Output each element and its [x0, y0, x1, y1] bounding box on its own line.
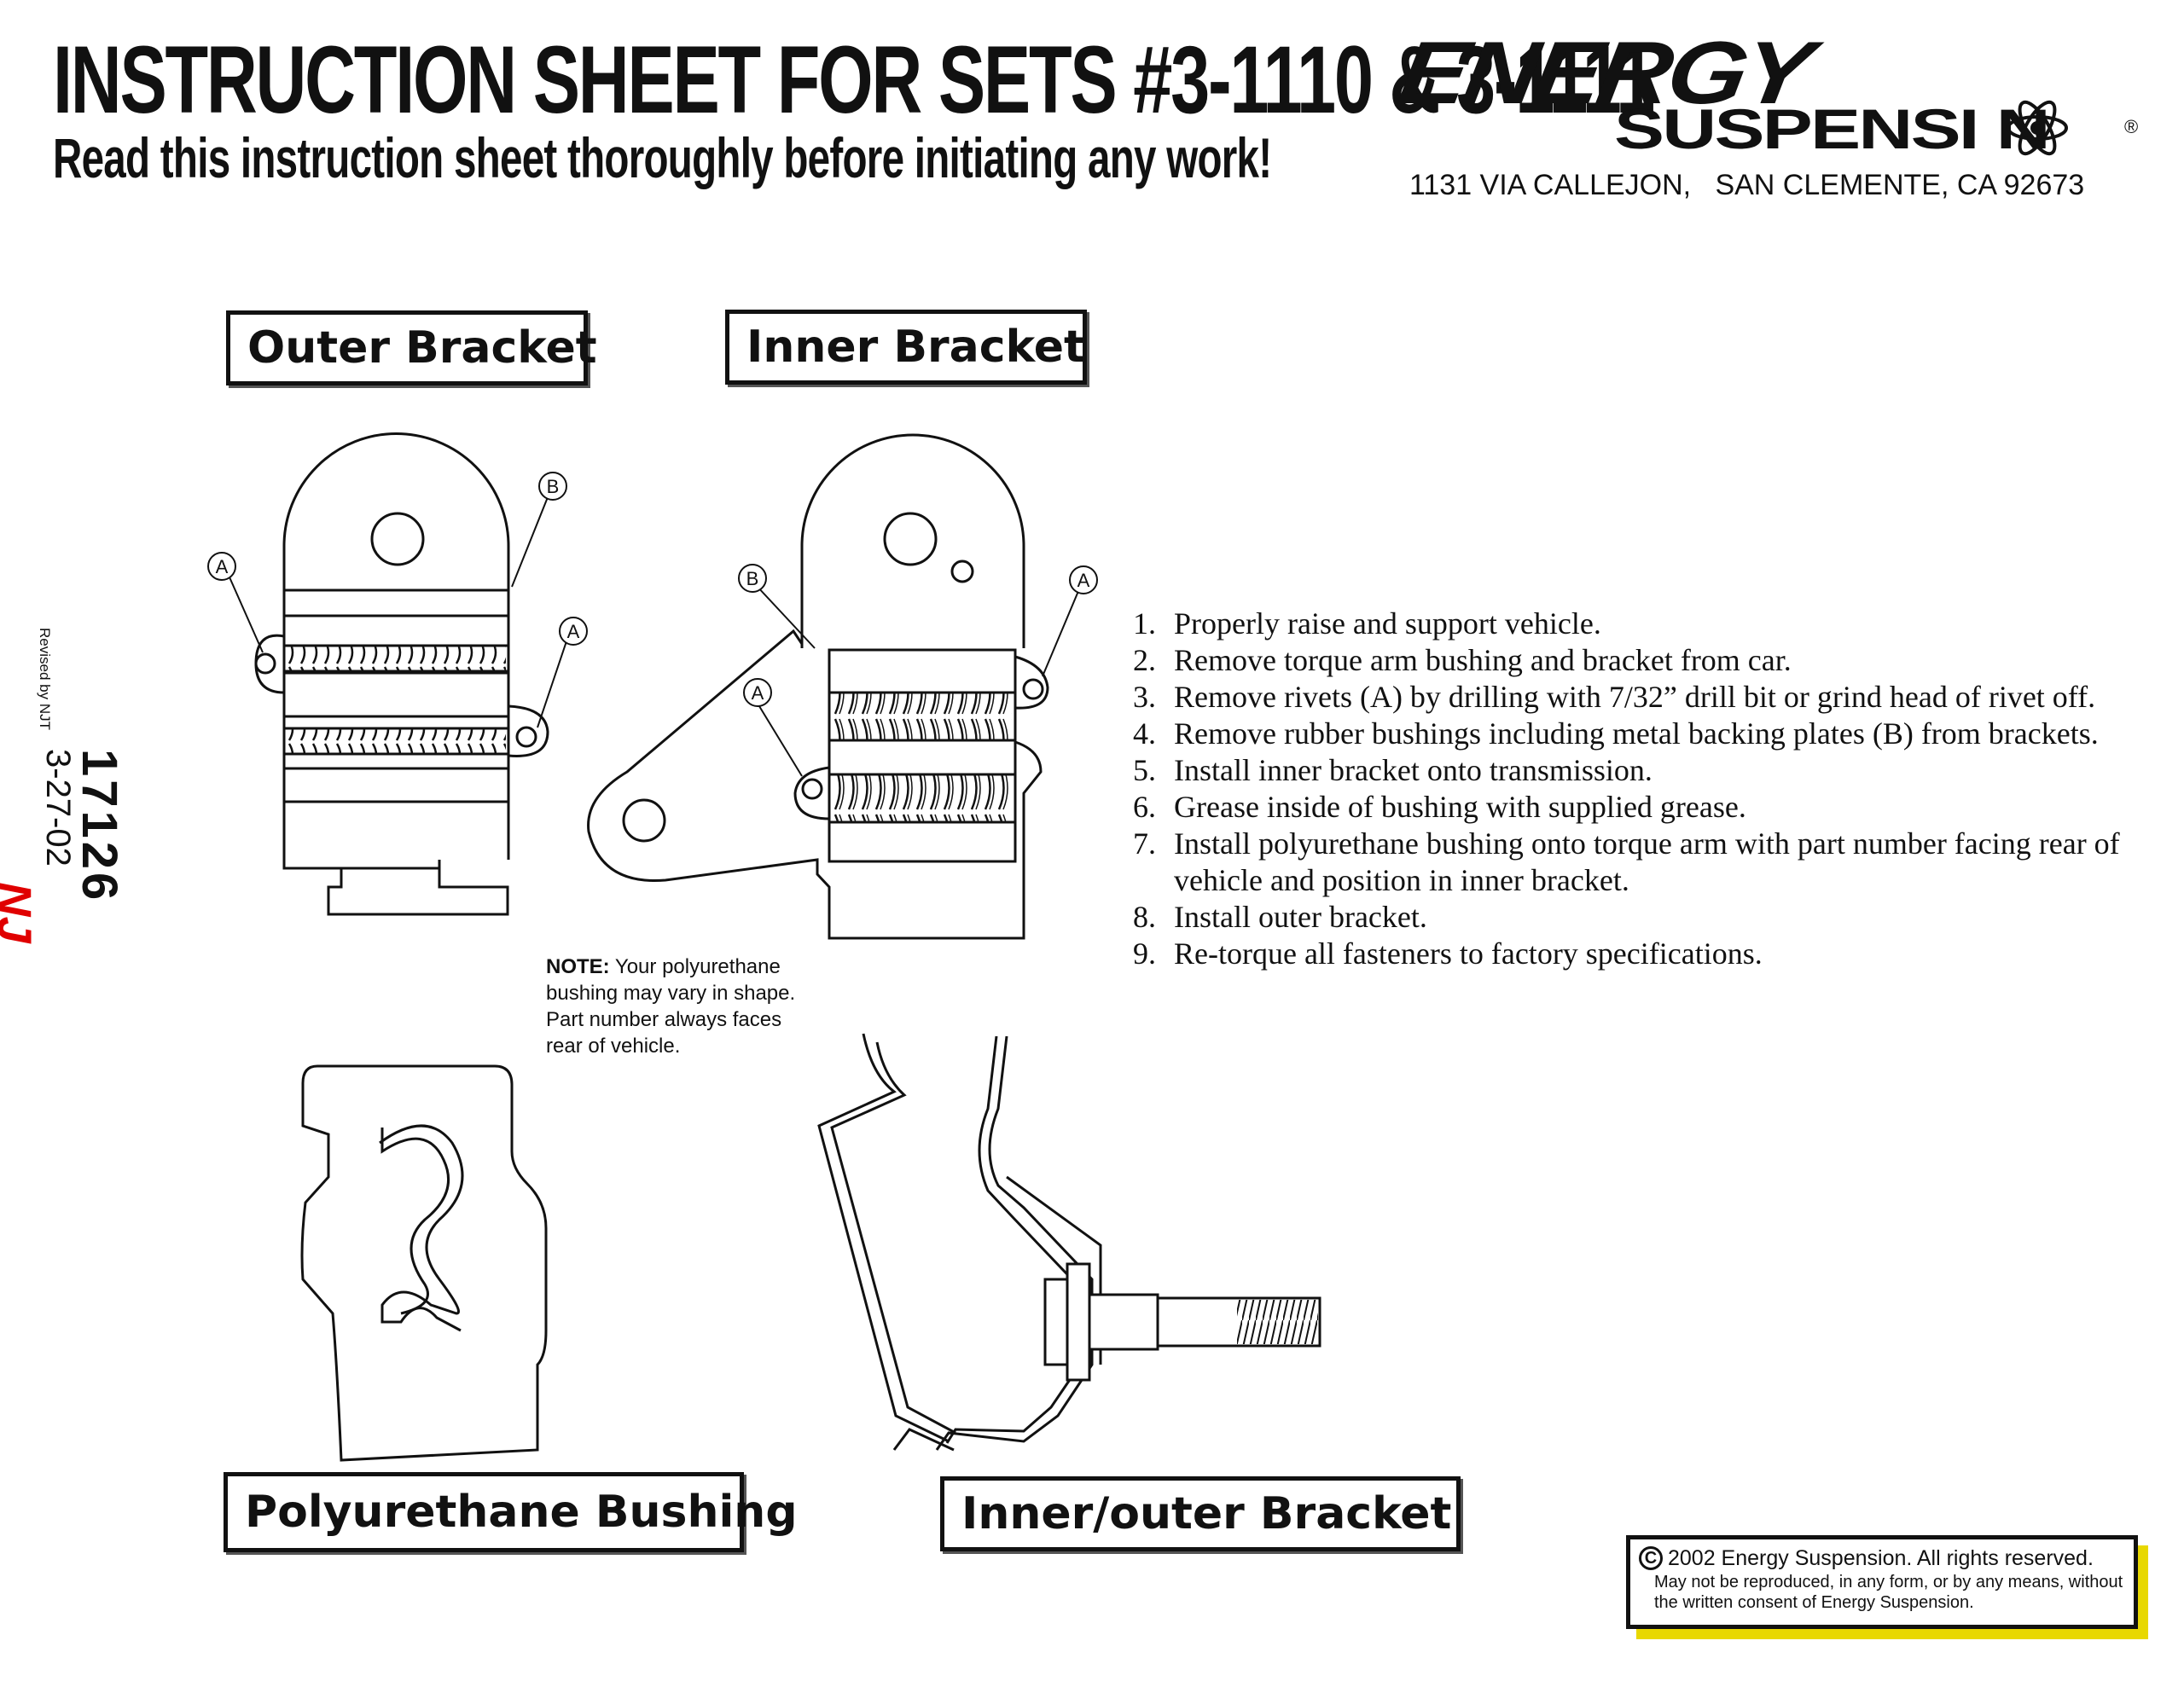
polyurethane-bushing-drawing [300, 1064, 548, 1462]
step-number: 8. [1133, 900, 1156, 934]
callout-b-2: B [746, 568, 759, 589]
page-subtitle: Read this instruction sheet thoroughly b… [53, 126, 1272, 189]
list-item: 9. Re-torque all fasteners to factory spe… [1126, 936, 2150, 972]
step-number: 6. [1133, 790, 1156, 824]
note-label: NOTE: [546, 955, 610, 978]
inner-outer-bracket-label: Inner/outer Bracket [940, 1476, 1461, 1551]
step-text: Install polyurethane bushing onto torque… [1174, 826, 2120, 897]
revised-by-text: Revised by NJT [37, 628, 53, 730]
list-item: 4. Remove rubber bushings including metal… [1126, 716, 2150, 752]
inner-bracket-label: Inner Bracket [725, 310, 1087, 385]
list-item: 2. Remove torque arm bushing and bracket … [1126, 642, 2150, 679]
step-number: 5. [1133, 753, 1156, 787]
list-item: 1. Properly raise and support vehicle. [1126, 606, 2150, 642]
list-item: 7. Install polyurethane bushing onto torq… [1126, 826, 2150, 899]
bushing-note: NOTE: Your polyurethane bushing may vary… [546, 954, 819, 1059]
callout-b-1: B [547, 476, 560, 497]
note-text: Your polyurethane bushing may vary in sh… [546, 955, 796, 1058]
step-text: Remove rivets (A) by drilling with 7/32”… [1174, 680, 2096, 714]
step-number: 2. [1133, 643, 1156, 677]
brand-name-bottom: SUSPENSI N [1614, 97, 2051, 160]
step-number: 4. [1133, 716, 1156, 751]
callout-a-3: A [1077, 570, 1090, 591]
callout-a-4: A [752, 682, 764, 704]
step-text: Install inner bracket onto transmission. [1174, 753, 1653, 787]
polyurethane-bushing-label: Polyurethane Bushing [224, 1472, 798, 1552]
revision-date: 3-27-02 [39, 749, 77, 867]
step-text: Properly raise and support vehicle. [1174, 606, 1601, 641]
company-address: 1131 VIA CALLEJON, SAN CLEMENTE, CA 9267… [1409, 169, 2085, 201]
callout-a-1: A [216, 556, 229, 577]
copyright-line1: 2002 Energy Suspension. All rights reser… [1668, 1546, 2094, 1570]
step-text: Install outer bracket. [1174, 900, 1427, 934]
instruction-steps: 1. Properly raise and support vehicle. 2.… [1126, 606, 2150, 972]
copyright-line2: May not be reproduced, in any form, or b… [1654, 1573, 2123, 1612]
list-item: 6. Grease inside of bushing with supplied… [1126, 789, 2150, 826]
step-number: 3. [1133, 680, 1156, 714]
step-number: 9. [1133, 936, 1156, 971]
step-text: Remove rubber bushings including metal b… [1174, 716, 2099, 751]
outer-bracket-label: Outer Bracket [226, 310, 597, 386]
inner-bracket-drawing [587, 433, 1049, 940]
page-title: INSTRUCTION SHEET FOR SETS #3-1110 & 3-1… [53, 26, 1655, 133]
registered-mark: ® [2124, 116, 2139, 137]
step-number: 1. [1133, 606, 1156, 641]
outer-bracket-drawing [254, 432, 549, 916]
list-item: 5. Install inner bracket onto transmissio… [1126, 752, 2150, 789]
step-number: 7. [1133, 826, 1156, 861]
step-text: Remove torque arm bushing and bracket fr… [1174, 643, 1792, 677]
callout-a-2: A [567, 621, 580, 642]
reviser-initials: NJ [0, 882, 42, 943]
step-text: Grease inside of bushing with supplied g… [1174, 790, 1746, 824]
inner-outer-bracket-drawing [817, 1033, 1321, 1452]
list-item: 8. Install outer bracket. [1126, 899, 2150, 936]
step-text: Re-torque all fasteners to factory speci… [1174, 936, 1763, 971]
document-code: 17126 [72, 749, 127, 904]
callout-markers [207, 472, 1098, 777]
copyright-icon: C [1639, 1546, 1663, 1570]
list-item: 3. Remove rivets (A) by drilling with 7/3… [1126, 679, 2150, 716]
